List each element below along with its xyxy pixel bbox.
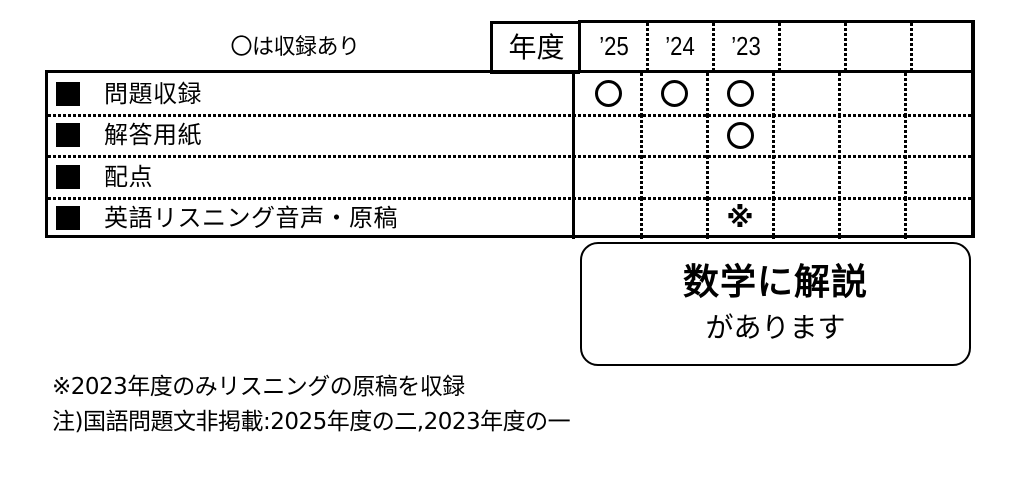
status-cell	[641, 73, 709, 115]
status-cell	[707, 156, 775, 198]
year-column-header: ’24	[647, 23, 715, 70]
status-cell	[641, 114, 709, 157]
year-column-header	[779, 23, 847, 70]
status-cell	[905, 115, 971, 157]
row-label-text: 英語リスニング音声・原稿	[104, 204, 398, 233]
status-cell	[839, 114, 907, 157]
status-cell	[575, 114, 643, 157]
status-cell	[575, 73, 643, 115]
row-label-text: 配点	[104, 162, 153, 191]
row-label: 英語リスニング音声・原稿	[48, 197, 575, 239]
status-cell	[905, 73, 971, 115]
status-cell	[707, 114, 775, 157]
commentary-callout: 数学に解説 があります	[580, 242, 971, 366]
square-bullet-icon	[56, 164, 80, 189]
status-cell: ※	[707, 197, 775, 240]
status-cell	[575, 156, 643, 198]
row-label-text: 問題収録	[104, 79, 202, 108]
status-cell	[641, 156, 709, 198]
footnote-listening: ※2023年度のみリスニングの原稿を収録	[52, 374, 465, 400]
status-cell	[839, 197, 907, 240]
table-row: 問題収録	[48, 73, 971, 116]
table-row: 英語リスニング音声・原稿 ※	[48, 197, 971, 240]
commentary-title: 数学に解説	[682, 262, 868, 303]
circle-mark-icon	[726, 80, 754, 108]
row-label-text: 解答用紙	[104, 121, 202, 150]
legend-note: 〇は収録あり	[230, 35, 360, 60]
status-cell	[575, 197, 643, 240]
status-cell	[905, 198, 971, 240]
row-label: 配点	[48, 156, 575, 198]
square-bullet-icon	[56, 206, 80, 231]
table-row: 配点	[48, 156, 971, 199]
status-cell	[839, 73, 907, 115]
status-cell	[839, 156, 907, 198]
status-cell	[773, 114, 841, 157]
status-cell	[707, 73, 775, 115]
footnote-japanese-omitted: 注)国語問題文非掲載:2025年度の二,2023年度の一	[52, 409, 571, 435]
year-column-header	[845, 23, 913, 70]
square-bullet-icon	[56, 81, 80, 106]
row-label: 問題収録	[48, 73, 575, 115]
year-label: 年度	[490, 21, 580, 74]
table-row: 解答用紙	[48, 114, 971, 158]
status-cell	[773, 73, 841, 115]
circle-mark-icon	[726, 121, 754, 149]
square-bullet-icon	[56, 123, 80, 148]
circle-mark-icon	[594, 80, 622, 108]
status-cell	[641, 197, 709, 240]
reference-mark-icon: ※	[726, 201, 754, 235]
year-column-header: ’25	[581, 23, 649, 70]
commentary-subtitle: があります	[705, 311, 846, 344]
year-column-header	[911, 23, 977, 70]
year-header-row: ’25 ’24 ’23	[578, 20, 975, 73]
row-label: 解答用紙	[48, 114, 575, 156]
circle-mark-icon	[660, 80, 688, 108]
recording-table: 問題収録解答用紙配点英語リスニング音声・原稿 ※	[45, 70, 975, 240]
status-cell	[773, 197, 841, 240]
status-cell	[773, 156, 841, 198]
status-cell	[905, 156, 971, 198]
year-column-header: ’23	[713, 23, 781, 70]
